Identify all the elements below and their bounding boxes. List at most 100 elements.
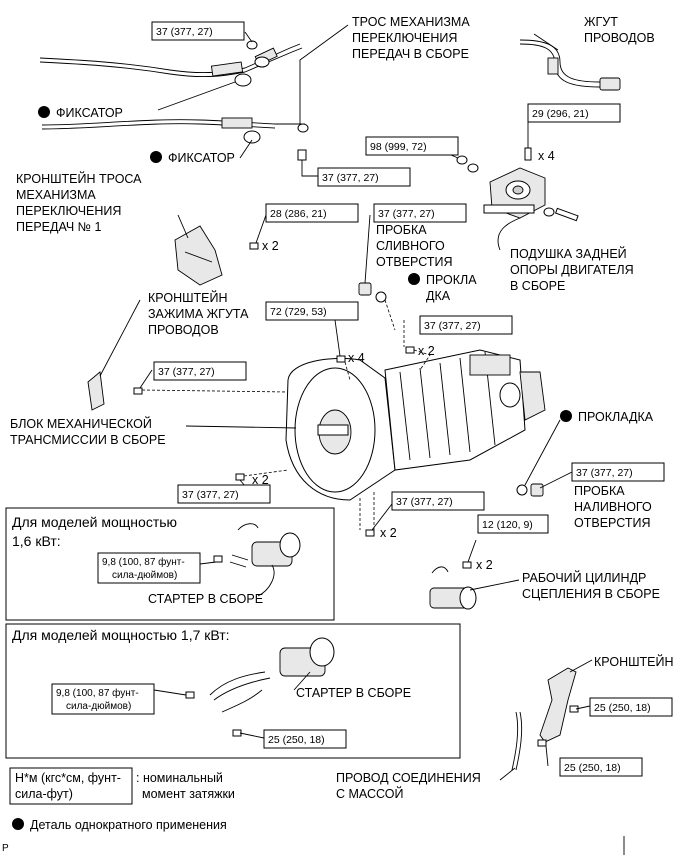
- torque-value: 98 (999, 72): [370, 141, 427, 153]
- single-use-dot-icon: [38, 106, 50, 118]
- legend-unit-line: сила-фут): [15, 787, 73, 801]
- label-line: ФИКСАТОР: [56, 106, 123, 120]
- torque-box-starter17: 9,8 (100, 87 фунт- сила-дюймов): [51, 683, 155, 715]
- single-use-dot-icon: [150, 151, 162, 163]
- label-line: ФИКСАТОР: [168, 151, 235, 165]
- legend: Н*м (кгс*см, фунт- сила-фут) : номинальн…: [9, 767, 235, 832]
- label-line: ЖГУТ: [584, 15, 618, 29]
- torque-value: 28 (286, 21): [270, 208, 327, 220]
- torque-value-line1: 9,8 (100, 87 фунт-: [102, 556, 185, 568]
- torque-value: 37 (377, 27): [576, 467, 633, 479]
- torque-value: 37 (377, 27): [156, 26, 213, 38]
- single-use-dot-icon: [12, 818, 24, 830]
- label-panel-16: Для моделей мощностью 1,6 кВт:: [12, 514, 177, 549]
- label-shift-cable: ТРОС МЕХАНИЗМА ПЕРЕКЛЮЧЕНИЯ ПЕРЕДАЧ В СБ…: [352, 15, 470, 61]
- engine-mount-drawing: [456, 147, 579, 222]
- filler-plug-drawing: [516, 483, 544, 497]
- label-gasket-drain: ПРОКЛА ДКА: [408, 273, 477, 303]
- corner-mark: P: [2, 843, 9, 854]
- torque-value-line2: сила-дюймов): [66, 701, 131, 712]
- torque-value-line1: 9,8 (100, 87 фунт-: [56, 687, 139, 699]
- legend-unit-line: Н*м (кгс*см, фунт-: [15, 771, 121, 785]
- label-line: БЛОК МЕХАНИЧЕСКОЙ: [10, 416, 152, 431]
- label-line: ПРОБКА: [376, 223, 427, 237]
- qty-case-right: x 2: [418, 344, 435, 358]
- label-cable-bracket: КРОНШТЕЙН ТРОСА МЕХАНИЗМА ПЕРЕКЛЮЧЕНИЯ П…: [16, 171, 142, 234]
- torque-value: 37 (377, 27): [378, 208, 435, 220]
- qty-case-left: x 2: [252, 473, 269, 487]
- torque-box-starter16: 9,8 (100, 87 фунт- сила-дюймов): [97, 552, 201, 584]
- torque-box-case-bottom: 37 (377, 27): [391, 491, 485, 511]
- torque-value: 37 (377, 27): [322, 172, 379, 184]
- label-line: ПРОБКА: [574, 484, 625, 498]
- label-line: НАЛИВНОГО: [574, 500, 652, 514]
- label-line: ПЕРЕКЛЮЧЕНИЯ: [16, 204, 121, 218]
- cable-bracket-drawing: [174, 225, 259, 286]
- release-cylinder-drawing: [429, 561, 477, 610]
- label-line: ПРОВОДОВ: [584, 31, 655, 45]
- torque-value: 72 (729, 53): [270, 306, 327, 318]
- torque-box-case-72: 72 (729, 53): [265, 301, 359, 321]
- panel-title-line: Для моделей мощностью: [12, 514, 177, 530]
- torque-value: 25 (250, 18): [564, 762, 621, 774]
- panel-title-17: Для моделей мощностью 1,7 кВт:: [12, 627, 230, 643]
- drain-plug-drawing: [358, 282, 396, 331]
- label-line: СЦЕПЛЕНИЯ В СБОРЕ: [522, 587, 660, 601]
- starter-16-drawing: [213, 523, 301, 568]
- leader-lines: [99, 24, 593, 781]
- label-line: ОТВЕРСТИЯ: [574, 516, 651, 530]
- shift-cable-drawing: [39, 40, 309, 161]
- qty-bracket1: x 2: [262, 239, 279, 253]
- torque-value: 12 (120, 9): [482, 519, 533, 531]
- label-drain-plug: ПРОБКА СЛИВНОГО ОТВЕРСТИЯ: [376, 223, 453, 269]
- torque-box-mount-98: 98 (999, 72): [365, 136, 459, 156]
- qty-case-72: x 4: [348, 351, 365, 365]
- single-use-dot-icon: [408, 273, 420, 285]
- label-harness-clamp-bracket: КРОНШТЕЙН ЗАЖИМА ЖГУТА ПРОВОДОВ: [148, 290, 249, 337]
- torque-box-bracket-top: 25 (250, 18): [589, 697, 673, 717]
- label-ground-wire: ПРОВОД СОЕДИНЕНИЯ С МАССОЙ: [336, 771, 481, 801]
- label-gasket-filler: ПРОКЛАДКА: [560, 410, 654, 424]
- panel-title-line: 1,6 кВт:: [12, 533, 61, 549]
- label-line: ОТВЕРСТИЯ: [376, 255, 453, 269]
- label-bracket: КРОНШТЕЙН: [594, 654, 674, 669]
- torque-value: 25 (250, 18): [268, 734, 325, 746]
- torque-box-mount-29: 29 (296, 21): [527, 103, 621, 123]
- label-line: КРОНШТЕЙН: [148, 290, 228, 305]
- label-wire-harness: ЖГУТ ПРОВОДОВ: [584, 15, 655, 45]
- label-clip2: ФИКСАТОР: [150, 151, 235, 165]
- torque-box-drain: 37 (377, 27): [373, 203, 467, 223]
- torque-value-line2: сила-дюймов): [112, 570, 177, 581]
- label-line: ПЕРЕКЛЮЧЕНИЯ: [352, 31, 457, 45]
- starter-17-drawing: [185, 637, 335, 737]
- torque-box-cylinder: 12 (120, 9): [477, 514, 549, 534]
- legend-desc-line: : номинальный: [136, 771, 223, 785]
- torque-box-case-left: 37 (377, 27): [177, 484, 271, 504]
- wire-harness-drawing: [519, 39, 621, 91]
- torque-value: 37 (377, 27): [424, 320, 481, 332]
- label-line: ЗАЖИМА ЖГУТА: [148, 307, 249, 321]
- label-line: ОПОРЫ ДВИГАТЕЛЯ: [510, 263, 634, 277]
- torque-box-bracket-bottom: 25 (250, 18): [559, 757, 643, 777]
- label-clip1: ФИКСАТОР: [38, 106, 123, 120]
- label-line: С МАССОЙ: [336, 786, 403, 801]
- qty-mount: x 4: [538, 149, 555, 163]
- label-line: ТРАНСМИССИИ В СБОРЕ: [10, 433, 166, 447]
- qty-case-bottom: x 2: [380, 526, 397, 540]
- torque-box-ground17: 25 (250, 18): [263, 729, 347, 749]
- torque-value: 29 (296, 21): [532, 108, 589, 120]
- label-line: ПРОКЛА: [426, 273, 477, 287]
- torque-box-bracket1: 28 (286, 21): [265, 203, 359, 223]
- label-line: ПРОВОД СОЕДИНЕНИЯ: [336, 771, 481, 785]
- label-line: ПОДУШКА ЗАДНЕЙ: [510, 246, 627, 261]
- bracket-drawing: [511, 667, 579, 771]
- label-engine-mount: ПОДУШКА ЗАДНЕЙ ОПОРЫ ДВИГАТЕЛЯ В СБОРЕ: [510, 246, 634, 293]
- label-line: РАБОЧИЙ ЦИЛИНДР: [522, 570, 646, 585]
- legend-desc-line: момент затяжки: [142, 787, 235, 801]
- harness-clamp-bracket-drawing: [87, 371, 143, 411]
- label-filler-plug: ПРОБКА НАЛИВНОГО ОТВЕРСТИЯ: [574, 484, 652, 530]
- label-starter-17: СТАРТЕР В СБОРЕ: [296, 686, 411, 700]
- label-line: СЛИВНОГО: [376, 239, 445, 253]
- label-line: КРОНШТЕЙН ТРОСА: [16, 171, 142, 186]
